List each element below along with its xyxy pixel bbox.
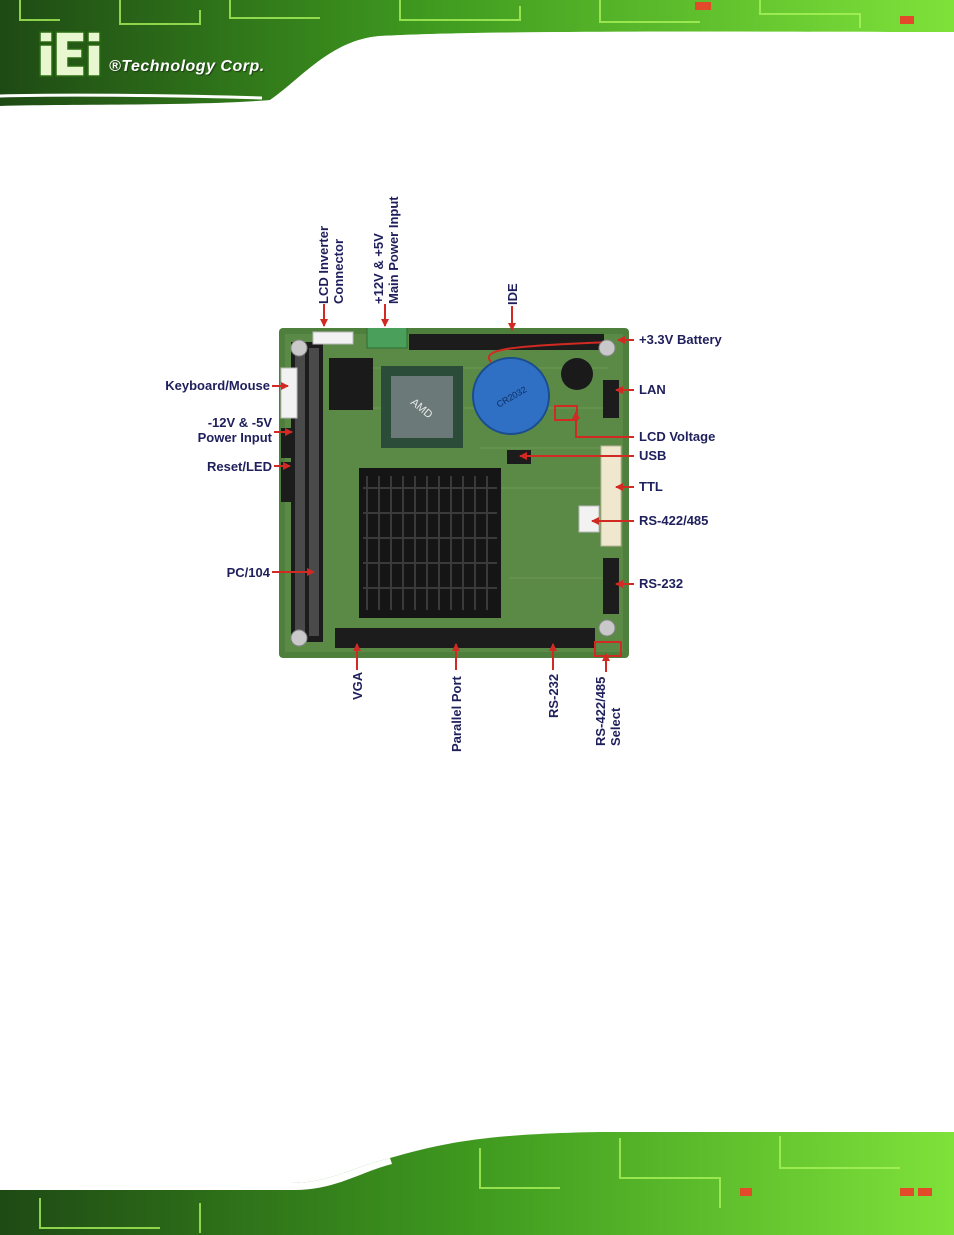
- label-power-input-12v-5v: -12V & -5V Power Input: [197, 415, 272, 445]
- brand-name: ®Technology Corp.: [109, 58, 265, 75]
- page-header-banner: [0, 0, 954, 112]
- label-parallel-port: Parallel Port: [449, 676, 464, 752]
- label-reset-led: Reset/LED: [206, 459, 272, 474]
- label-lcd-inverter-connector: LCD Inverter Connector: [316, 225, 346, 304]
- label-rs422-485: RS-422/485: [639, 513, 709, 528]
- label-rs422-485-select: RS-422/485 Select: [593, 676, 623, 746]
- label-pc104: PC/104: [226, 565, 270, 580]
- motherboard-photo: AMD CR2032: [279, 328, 629, 658]
- label-ttl: TTL: [639, 479, 663, 494]
- label-lcd-voltage: LCD Voltage: [639, 429, 716, 444]
- label-battery: +3.3V Battery: [639, 332, 722, 347]
- label-rs232-right: RS-232: [639, 576, 684, 591]
- label-lan: LAN: [639, 382, 666, 397]
- page-footer-banner: [0, 1132, 954, 1235]
- label-main-power-input: +12V & +5V Main Power Input: [371, 196, 401, 304]
- label-vga: VGA: [350, 671, 365, 700]
- label-rs232-bottom: RS-232: [546, 673, 561, 718]
- label-keyboard-mouse: Keyboard/Mouse: [165, 378, 270, 393]
- iei-logo-icon: [39, 31, 101, 77]
- label-ide: IDE: [505, 283, 520, 305]
- label-usb: USB: [639, 448, 667, 463]
